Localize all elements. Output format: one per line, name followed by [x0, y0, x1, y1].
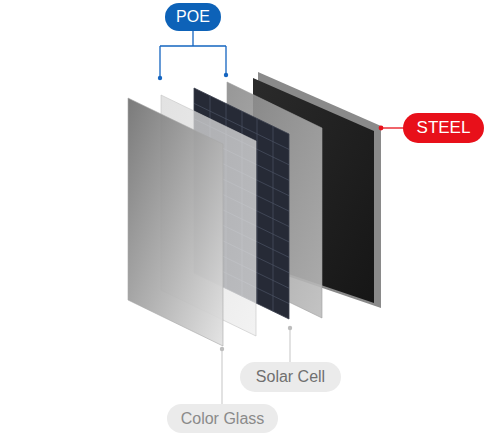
leader-line [221, 349, 222, 404]
leader-dot [220, 347, 224, 351]
leader-line [289, 328, 290, 362]
callout-pill: STEEL [403, 113, 484, 143]
leader-dot [288, 326, 292, 330]
callout-pill: Color Glass [167, 404, 278, 433]
leader-dot [379, 126, 384, 131]
callout-label: Solar Cell [256, 368, 325, 386]
callout-label: POE [176, 8, 210, 26]
color-glass-layer [128, 98, 223, 346]
poe-bracket [160, 30, 226, 76]
leader-dot [224, 73, 228, 77]
callout-label: STEEL [417, 119, 471, 138]
leader-line [381, 127, 404, 128]
callout-label: Color Glass [181, 410, 265, 428]
callout-pill: POE [165, 3, 221, 31]
callout-pill: Solar Cell [240, 362, 341, 392]
leader-dot [158, 76, 162, 80]
